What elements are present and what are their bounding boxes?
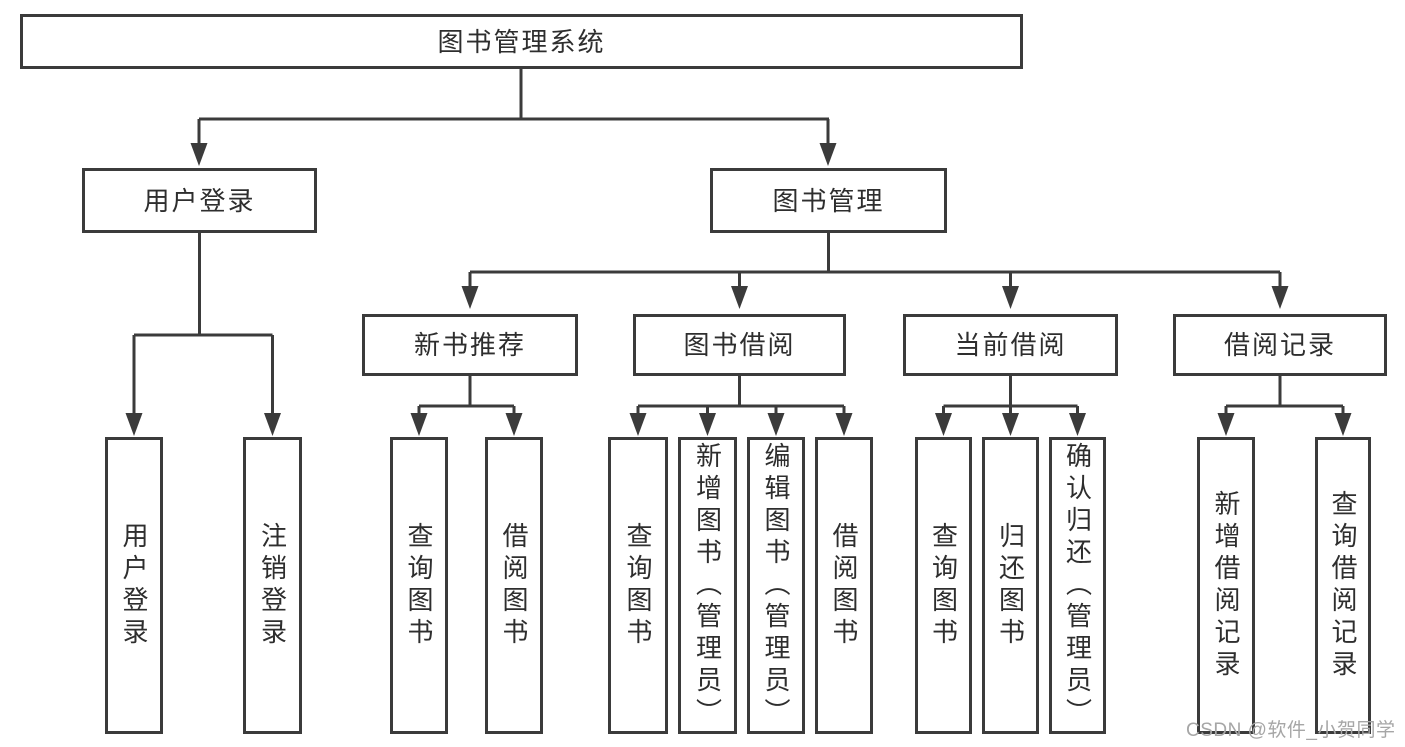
node-user-login-label: 用户登录 — [143, 185, 256, 216]
leaf-return-books-label: 归还图书 — [995, 521, 1026, 650]
node-current-borrowing: 当前借阅 — [903, 314, 1118, 376]
leaf-add-borrow-record: 新增借阅记录 — [1197, 437, 1255, 734]
node-new-book-recommend-label: 新书推荐 — [413, 330, 526, 360]
leaf-edit-books-admin: 编辑图书（管理员） — [747, 437, 805, 734]
csdn-watermark: CSDN @软件_小贺同学 — [1186, 720, 1396, 741]
leaf-confirm-return-admin-label: 确认归还（管理员） — [1062, 441, 1093, 730]
leaf-borrow-books-label: 借阅图书 — [829, 521, 859, 650]
node-borrowing-records-label: 借阅记录 — [1223, 330, 1336, 360]
leaf-logout-label: 注销登录 — [257, 521, 288, 650]
node-book-borrowing: 图书借阅 — [633, 314, 846, 376]
leaf-borrow-books-recommend-label: 借阅图书 — [499, 521, 529, 650]
leaf-query-books-current-label: 查询图书 — [928, 521, 959, 650]
node-library-system-label: 图书管理系统 — [437, 26, 606, 57]
node-new-book-recommend: 新书推荐 — [362, 314, 578, 376]
arrowheads — [125, 143, 1352, 436]
leaf-query-books-recommend-label: 查询图书 — [404, 521, 434, 650]
node-book-management-label: 图书管理 — [772, 185, 885, 216]
node-borrowing-records: 借阅记录 — [1173, 314, 1387, 376]
leaf-user-login-label: 用户登录 — [119, 521, 149, 650]
leaf-query-books-borrowing: 查询图书 — [608, 437, 668, 734]
node-user-login: 用户登录 — [82, 168, 317, 233]
leaf-query-borrow-record: 查询借阅记录 — [1315, 437, 1371, 734]
node-library-system: 图书管理系统 — [20, 14, 1023, 69]
leaf-user-login: 用户登录 — [105, 437, 163, 734]
leaf-query-borrow-record-label: 查询借阅记录 — [1328, 489, 1358, 682]
node-current-borrowing-label: 当前借阅 — [954, 330, 1067, 360]
leaf-borrow-books-recommend: 借阅图书 — [485, 437, 543, 734]
leaf-query-books-borrowing-label: 查询图书 — [623, 521, 653, 650]
leaf-logout: 注销登录 — [243, 437, 302, 734]
leaf-borrow-books: 借阅图书 — [815, 437, 873, 734]
node-book-management: 图书管理 — [710, 168, 947, 233]
node-book-borrowing-label: 图书借阅 — [683, 330, 796, 360]
leaf-query-books-recommend: 查询图书 — [390, 437, 448, 734]
leaf-edit-books-admin-label: 编辑图书（管理员） — [761, 441, 791, 730]
leaf-confirm-return-admin: 确认归还（管理员） — [1049, 437, 1106, 734]
leaf-query-books-current: 查询图书 — [915, 437, 972, 734]
leaf-add-borrow-record-label: 新增借阅记录 — [1211, 489, 1241, 682]
leaf-add-books-admin: 新增图书（管理员） — [678, 437, 737, 734]
leaf-return-books: 归还图书 — [982, 437, 1039, 734]
leaf-add-books-admin-label: 新增图书（管理员） — [692, 441, 723, 730]
